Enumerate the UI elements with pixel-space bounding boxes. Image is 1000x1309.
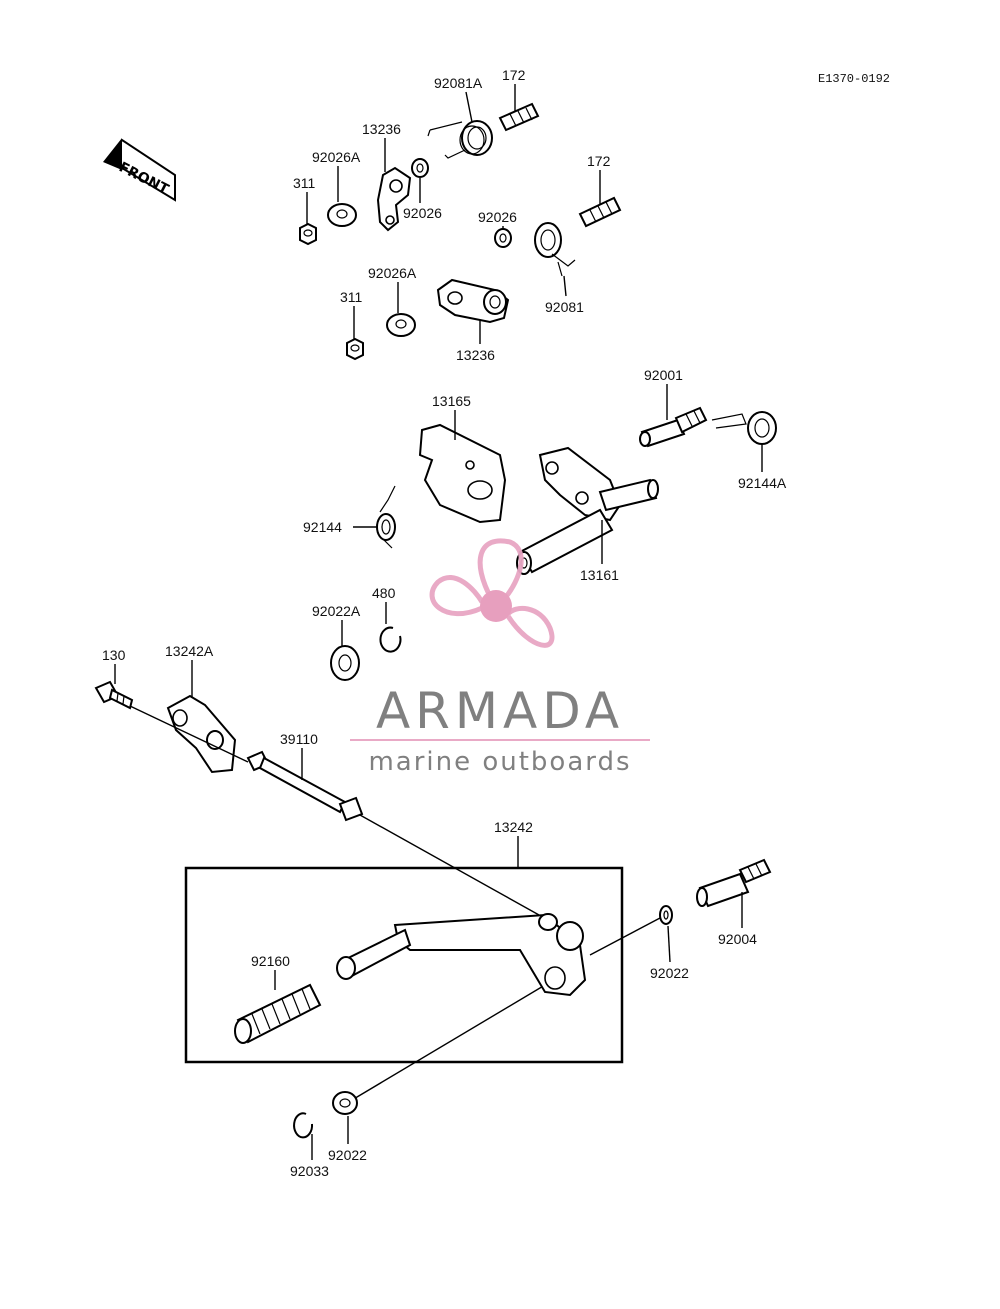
front-direction-marker: FRONT [103,138,176,202]
circlip-92033 [293,1112,314,1139]
shaft-13161 [516,446,659,575]
part-label: 92026 [403,205,442,221]
part-label: 92022A [312,603,361,619]
part-label: 13242 [494,819,533,835]
watermark-tagline: marine outboards [368,747,631,777]
part-label: 13165 [432,393,471,409]
pin-172-top [498,102,540,132]
washer-92026A-mid [386,313,416,337]
nut-311-mid [346,337,364,361]
spring-92144A [711,411,777,445]
spring-92081 [534,222,576,277]
lever-13242A [166,694,237,774]
part-label: 172 [502,67,526,83]
washer-92022-right [659,905,673,925]
rod-39110 [246,750,364,822]
pedal-13242 [336,913,587,997]
circlip-480 [379,626,402,653]
washer-92022A [330,645,360,681]
pin-172-right [578,196,622,228]
part-label: 92081A [434,75,483,91]
part-label: 480 [372,585,396,601]
part-label: 92026A [312,149,361,165]
plate-13236-top [376,166,412,232]
part-label: 92144A [738,475,787,491]
part-label: 172 [587,153,611,169]
part-label: 92144 [303,519,342,535]
washer-92026-mid [494,228,512,248]
pin-92001 [639,406,708,448]
washer-92026-top [411,158,429,178]
part-label: 311 [293,175,316,191]
alignment-lines [129,705,661,1101]
plate-13236-mid [436,278,510,324]
part-label: 92004 [718,931,757,947]
part-label: 13236 [362,121,401,137]
spring-92144 [376,485,396,549]
part-label: 13236 [456,347,495,363]
washer-92026A-top [327,203,357,227]
watermark-brand: ARMADA [376,682,624,740]
part-label: 92001 [644,367,683,383]
part-label: 92022 [328,1147,367,1163]
part-label: 92026 [478,209,517,225]
part-label: 39110 [280,731,318,747]
part-label: 13242A [165,643,214,659]
spring-92081A [427,120,493,159]
armada-watermark: ARMADA marine outboards [350,538,650,777]
part-label: 92033 [290,1163,329,1179]
part-labels: 92081A 172 13236 92026A 311 92026 172 92… [102,67,787,1179]
part-label: 92081 [545,299,584,315]
bolt-130 [94,680,134,710]
nut-311-top [299,222,317,246]
part-label: 130 [102,647,126,663]
part-label: 92022 [650,965,689,981]
part-label: 92160 [251,953,290,969]
drawing-code: E1370-0192 [818,72,890,86]
bolt-92004 [696,858,772,908]
part-label: 92026A [368,265,417,281]
plate-13165 [418,423,507,524]
washer-92022-bottom [332,1091,358,1115]
pedal-assembly-box-13242 [184,866,624,1064]
part-label: 311 [340,289,363,305]
rubber-92160 [234,983,322,1044]
part-label: 13161 [580,567,619,583]
propeller-logo [429,538,555,648]
